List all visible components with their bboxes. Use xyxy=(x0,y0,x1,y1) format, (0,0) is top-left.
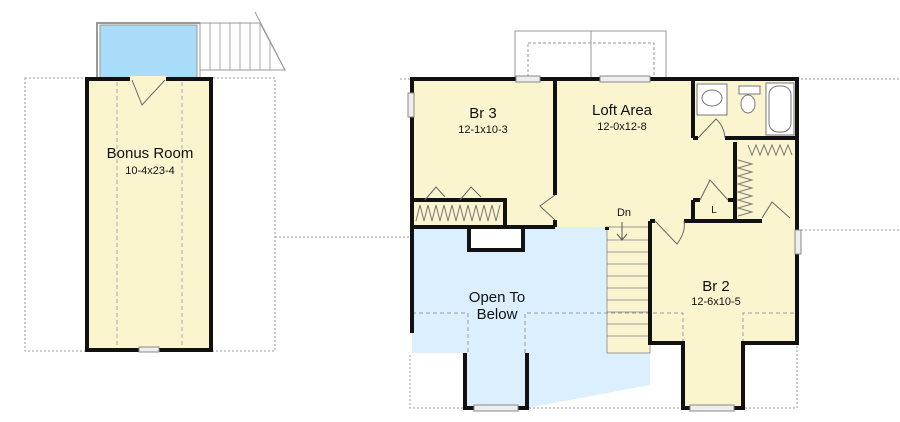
room-size-br2: 12-6x10-5 xyxy=(691,296,741,308)
room-name-br3: Br 3 xyxy=(469,105,497,122)
porch-roof xyxy=(514,30,667,80)
stairs-down-arrow-icon xyxy=(616,222,628,241)
balcony xyxy=(96,22,200,79)
room-name-br2: Br 2 xyxy=(702,278,730,295)
room-size-bonus-room: 10-4x23-4 xyxy=(125,165,175,177)
exterior-stairs xyxy=(199,11,286,78)
room-name-loft-area: Loft Area xyxy=(591,102,653,119)
open-to-below-line2: Below xyxy=(476,306,518,323)
room-size-loft-area: 12-0x12-8 xyxy=(597,121,647,133)
stairs-label: Dn xyxy=(616,207,632,219)
open-to-below-line1: Open To xyxy=(468,289,526,306)
room-size-br3: 12-1x10-3 xyxy=(458,124,508,136)
bonus-room xyxy=(85,76,213,353)
linen-closet-label: L xyxy=(711,205,717,216)
room-name-bonus-room: Bonus Room xyxy=(106,145,194,162)
bathroom-fixtures xyxy=(696,82,795,136)
main-floor xyxy=(407,75,802,412)
